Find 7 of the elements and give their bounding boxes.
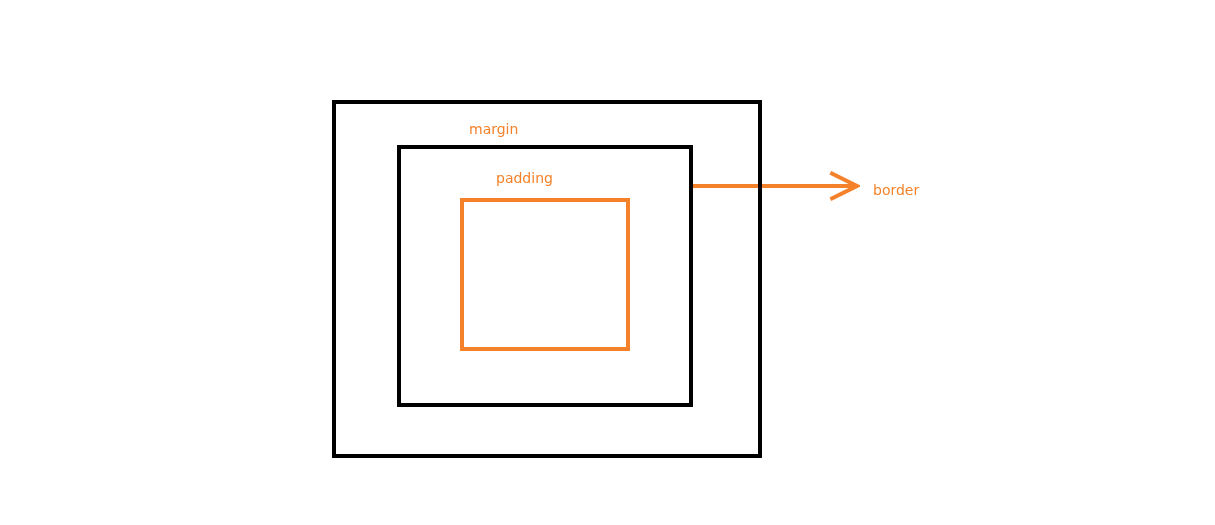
- text-label: border: [873, 181, 920, 199]
- box-label: padding: [496, 170, 553, 186]
- arrow: [693, 170, 859, 202]
- box-label: margin: [469, 121, 519, 137]
- content-box: [460, 198, 630, 351]
- inner-box: [397, 145, 693, 407]
- outer-box: [332, 100, 762, 458]
